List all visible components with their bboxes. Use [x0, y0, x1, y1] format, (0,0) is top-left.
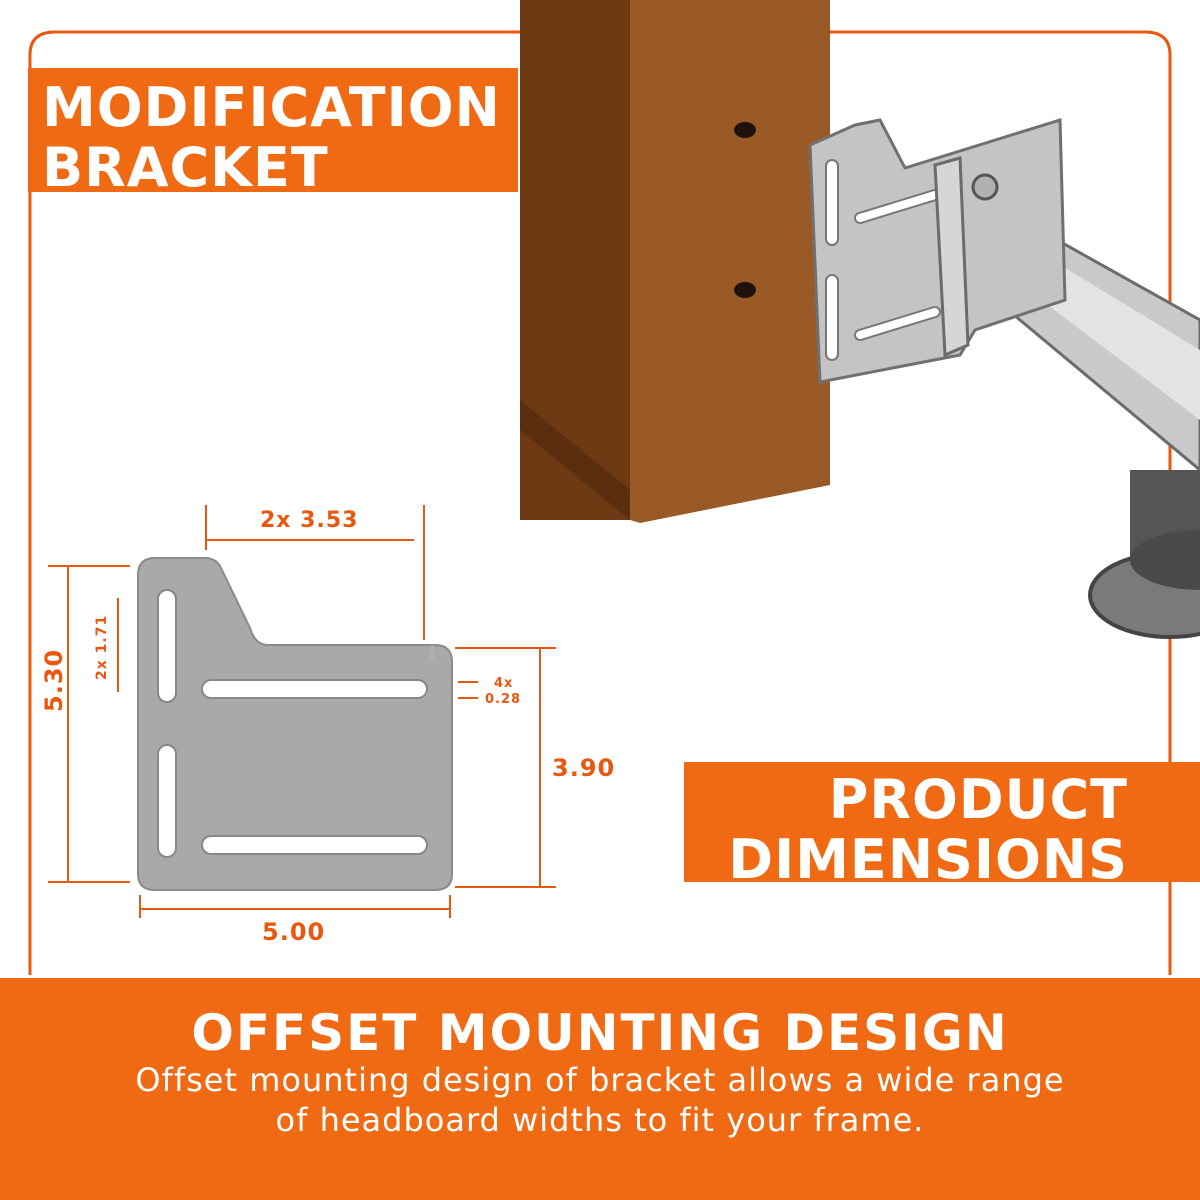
product-dimensions-label: PRODUCT DIMENSIONS [684, 762, 1200, 890]
slot-horizontal-top [201, 679, 428, 699]
product-label-line-1: PRODUCT [828, 768, 1128, 831]
slot-horizontal-bottom [201, 835, 428, 855]
offset-mounting-panel: OFFSET MOUNTING DESIGN Offset mounting d… [0, 978, 1200, 1200]
dim-slot-pitch: 2x 1.71 [94, 614, 110, 680]
bracket-plate-flat [137, 557, 453, 891]
dim-slot-count: 4x [494, 676, 514, 691]
dim-total-height: 5.30 [40, 648, 68, 712]
dim-total-width: 5.00 [262, 918, 326, 946]
dim-plate-height: 3.90 [552, 754, 616, 782]
description-line-2: of headboard widths to fit your frame. [275, 1101, 925, 1139]
bracket-dimension-drawing [48, 505, 556, 918]
post-hole-bottom [734, 282, 756, 298]
bracket-plate-3d [808, 117, 1067, 384]
offset-mounting-heading: OFFSET MOUNTING DESIGN [191, 1004, 1009, 1062]
modification-bracket-label: MODIFICATION BRACKET [28, 68, 518, 198]
modification-label-line-2: BRACKET [42, 136, 329, 199]
offset-mounting-description: Offset mounting design of bracket allows… [60, 1060, 1140, 1140]
slot-vertical-top [157, 589, 177, 703]
wood-post-front [630, 0, 830, 523]
post-and-bracket-illustration [520, 0, 1200, 639]
description-line-1: Offset mounting design of bracket allows… [135, 1061, 1065, 1099]
dim-top-width: 2x 3.53 [260, 508, 359, 533]
product-label-line-2: DIMENSIONS [728, 828, 1128, 891]
slot-vertical-bottom [157, 744, 177, 858]
modification-label-line-1: MODIFICATION [42, 76, 501, 139]
post-hole-top [734, 122, 756, 138]
bolt-icon [971, 173, 999, 201]
dim-slot-width: 0.28 [485, 692, 522, 707]
